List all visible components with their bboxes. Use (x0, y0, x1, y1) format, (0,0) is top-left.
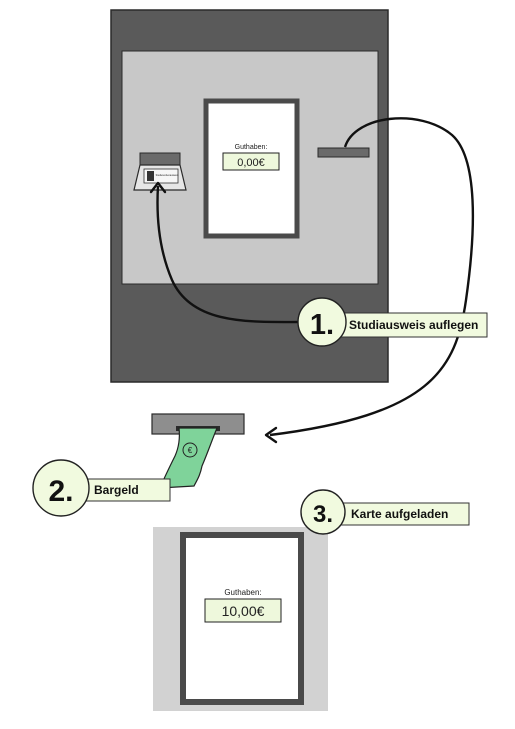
step-2-number: 2. (48, 475, 73, 508)
step-3: 3. Karte aufgeladen (300, 489, 470, 535)
machine-balance-label: Guthaben: (235, 144, 268, 151)
step-1-number: 1. (310, 309, 334, 341)
svg-text:€: € (188, 446, 193, 455)
result-panel: Guthaben: 10,00€ (153, 527, 328, 711)
arrowhead-cash-slot (264, 426, 278, 444)
arrow-to-card-reader (156, 185, 301, 324)
step-1-circle (297, 297, 347, 347)
arrowhead-card-reader (149, 181, 167, 194)
result-balance-box (204, 598, 282, 623)
machine-balance-value: 0,00€ (237, 157, 265, 169)
step-1-label-box (320, 312, 488, 338)
step-2: 2. Bargeld (32, 459, 171, 517)
banknote (159, 427, 218, 489)
step-3-label: Karte aufgeladen (351, 507, 448, 521)
step-3-number: 3. (313, 501, 333, 528)
result-balance-label: Guthaben: (224, 588, 261, 597)
arrow-to-cash-slot (269, 117, 475, 437)
step-1: 1. Studiausweis auflegen (297, 297, 488, 347)
topup-machine: Guthaben: 0,00€ Studierendenausweis (110, 9, 389, 383)
flow-arrows (149, 117, 475, 444)
step-2-circle (32, 459, 90, 517)
card-reader: Studierendenausweis (133, 152, 187, 191)
step-3-circle (300, 489, 346, 535)
result-balance-value: 10,00€ (222, 603, 265, 619)
step-2-label: Bargeld (94, 483, 139, 497)
machine-balance-box (222, 152, 280, 171)
step-1-label: Studiausweis auflegen (349, 318, 478, 332)
card-reader-text: Studierendenausweis (156, 174, 180, 177)
cash-slot-group: € (151, 413, 245, 489)
machine-slot (317, 147, 370, 158)
euro-icon (182, 442, 198, 458)
